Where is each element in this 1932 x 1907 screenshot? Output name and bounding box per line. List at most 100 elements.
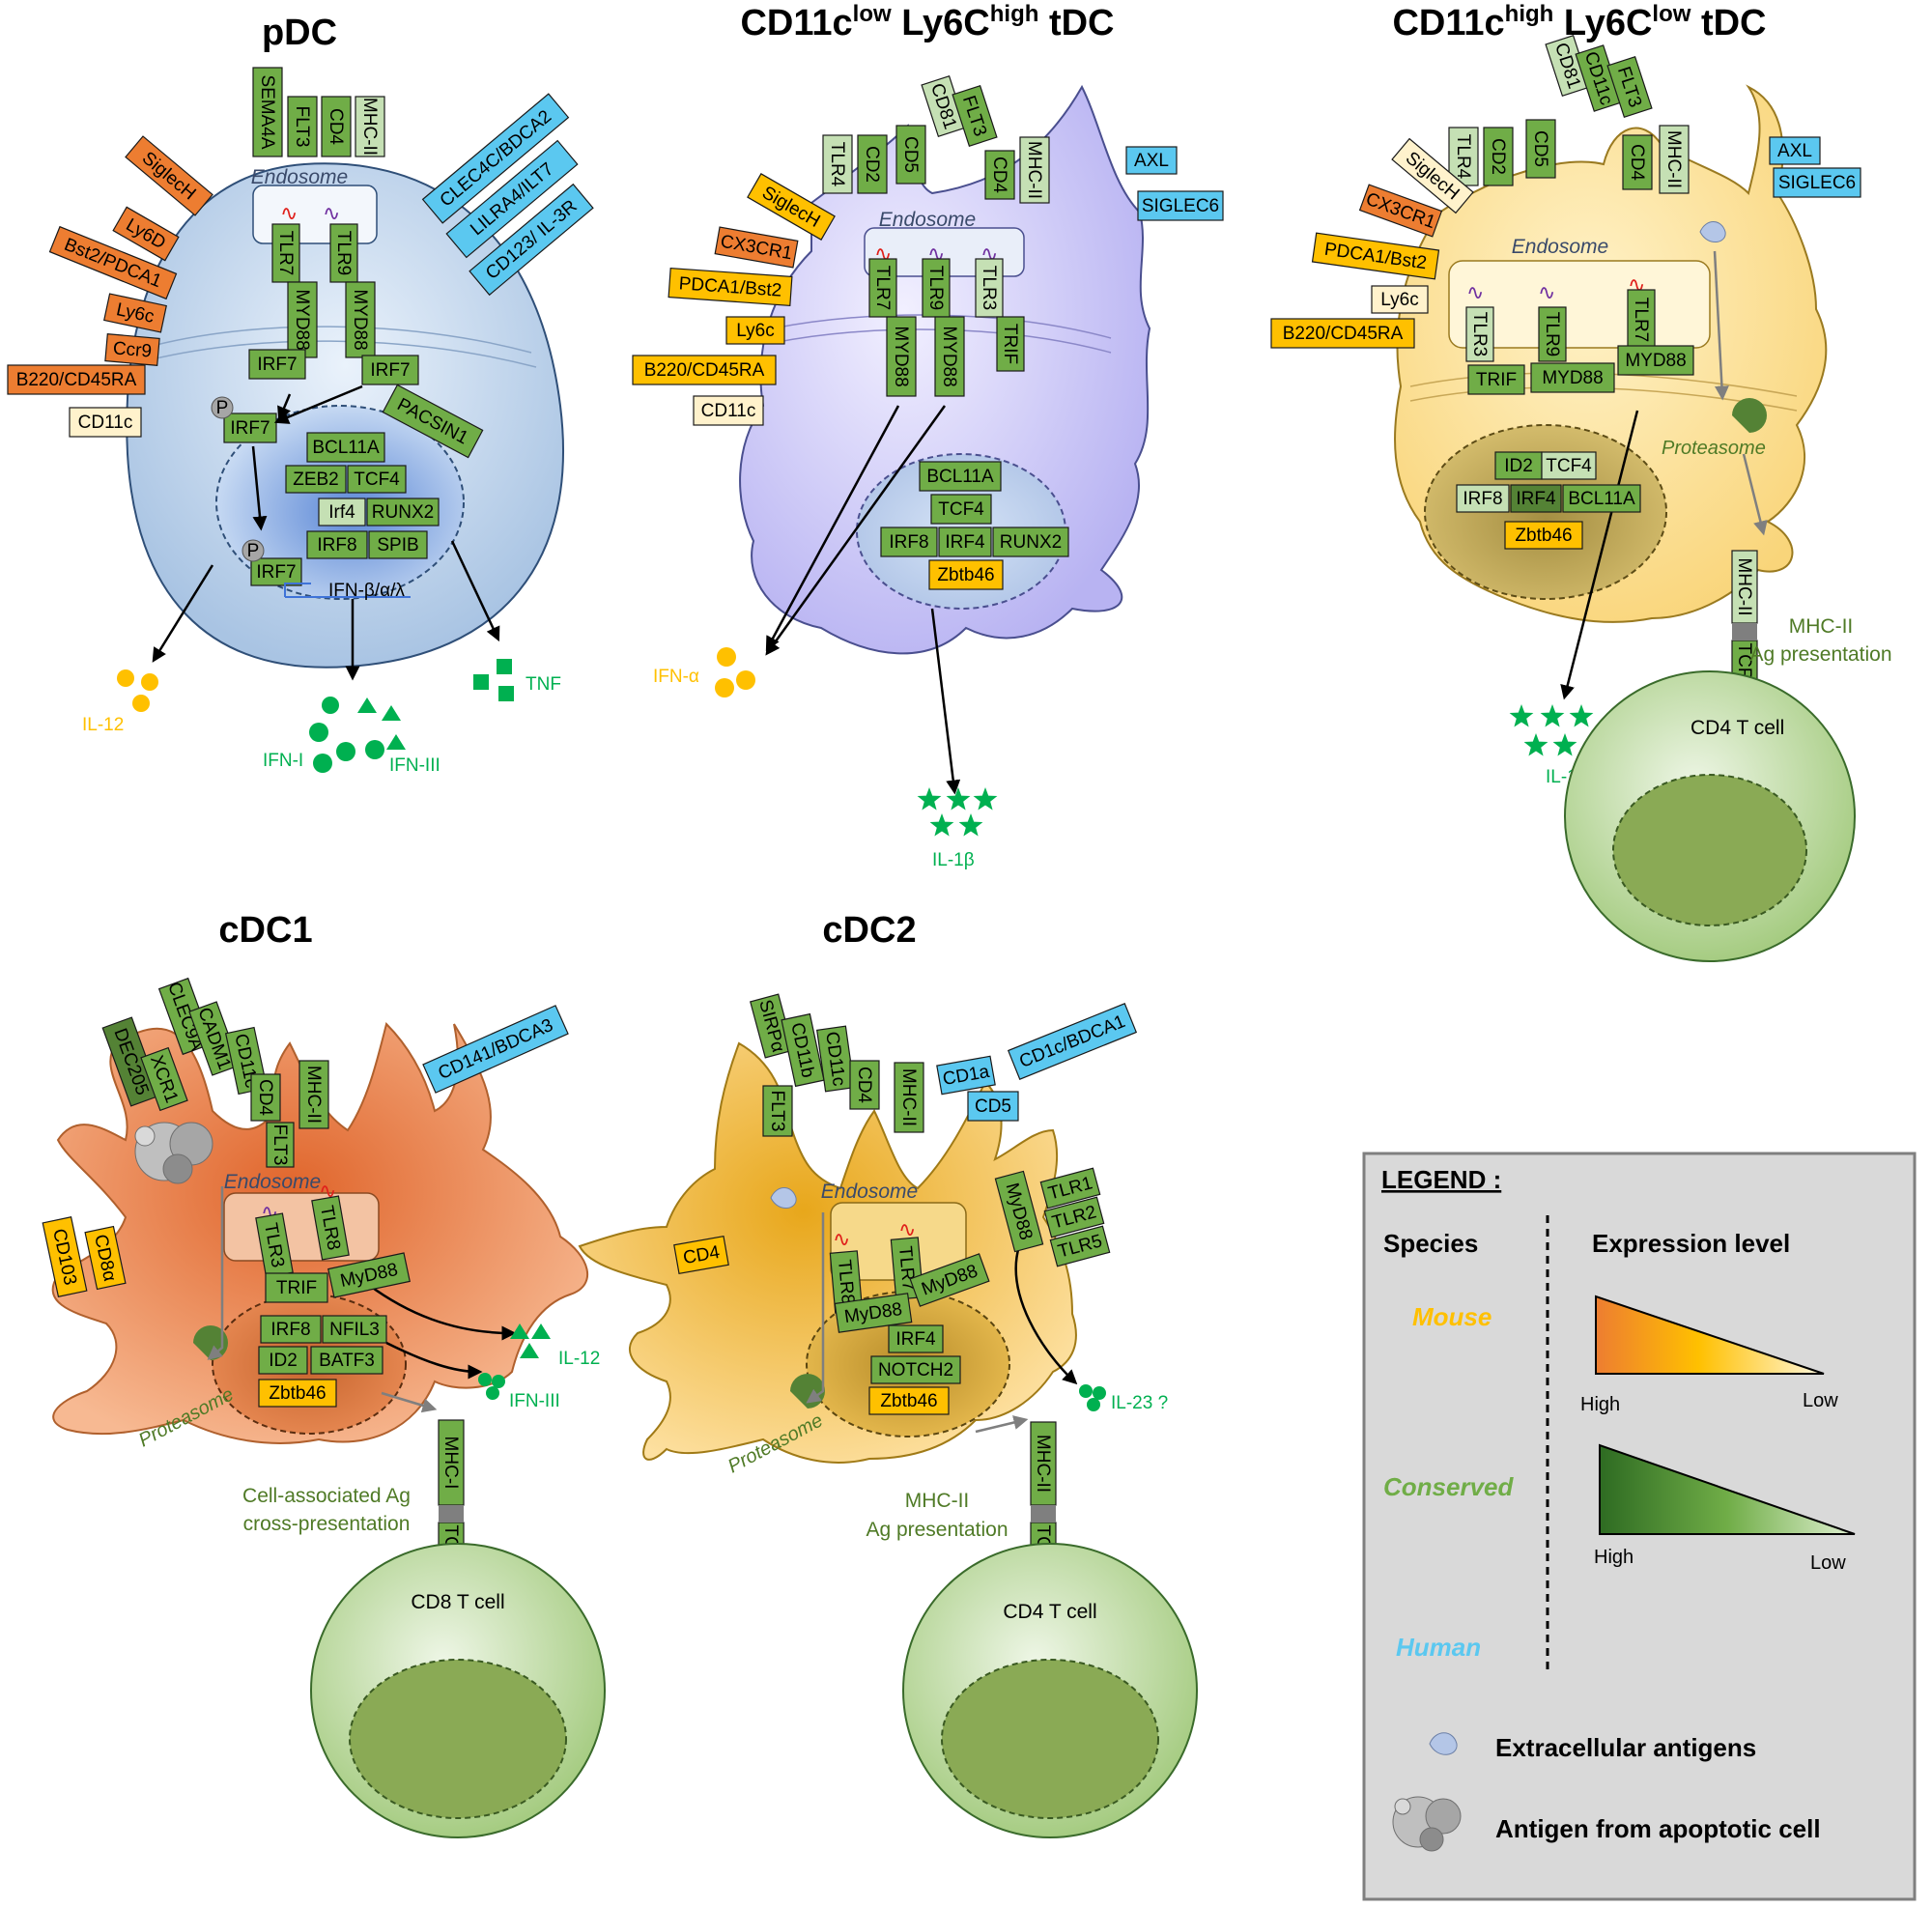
marker-label: BCL11A (1568, 489, 1635, 509)
marker-siglec6: SIGLEC6 (1137, 190, 1224, 221)
cdc1-presentation-1: Cell-associated Ag (242, 1485, 411, 1507)
cd4-t-cell: CD4 T cell (1564, 670, 1856, 962)
legend: LEGEND : Species Expression level Mouse … (1362, 1152, 1917, 1901)
marker-label: MYD88 (1542, 368, 1603, 388)
marker-zbtb46: Zbtb46 (868, 1386, 950, 1415)
marker-axl: AXL (1769, 136, 1821, 165)
extracellular-antigen-icon (770, 1187, 797, 1209)
il1b-star (1523, 733, 1548, 756)
marker-label: TLR8 (834, 1259, 858, 1305)
marker-flt3: FLT3 (266, 1122, 295, 1168)
marker-label: Ly6c (1380, 290, 1418, 310)
marker-trif: TRIF (996, 316, 1025, 372)
marker-myd88: MYD88 (934, 316, 965, 397)
dna-ligand-icon: ∿ (1466, 281, 1484, 305)
marker-label: B220/CD45RA (1283, 324, 1404, 344)
marker-id2: ID2 (1494, 451, 1543, 480)
cdc1-endosome-label: Endosome (224, 1171, 321, 1193)
marker-b220-cd45ra: B220/CD45RA (632, 355, 777, 385)
cdc1-panel: cDC1 Endosome ∿ ∿ Proteasome DEC205XCR1C… (42, 910, 606, 1838)
cdc1-tcell-label: CD8 T cell (411, 1591, 504, 1613)
il1b-star (1540, 704, 1565, 727)
marker-bcl11a: BCL11A (1562, 484, 1641, 513)
phospho-icon (211, 396, 234, 419)
marker-cx3cr1: CX3CR1 (1358, 184, 1443, 238)
marker-tcf4: TCF4 (347, 465, 407, 494)
marker-label: Zbtb46 (937, 565, 994, 585)
marker-label: IRF4 (895, 1329, 936, 1350)
legend-mouse-low: Low (1803, 1390, 1838, 1411)
marker-cd5: CD5 (895, 125, 926, 185)
marker-zeb2: ZEB2 (285, 465, 347, 494)
marker-label: NFIL3 (329, 1320, 380, 1340)
cytokine-il12: IL-12 (82, 715, 124, 735)
marker-nfil3: NFIL3 (322, 1315, 387, 1344)
pdc-title: pDC (262, 13, 337, 53)
legend-conserved: Conserved (1383, 1472, 1514, 1501)
legend-apoptotic: Antigen from apoptotic cell (1495, 1814, 1821, 1843)
legend-species-header: Species (1383, 1229, 1478, 1258)
marker-label: BCL11A (926, 467, 994, 487)
marker-cx3cr1: CX3CR1 (714, 226, 799, 269)
marker-myd88: MYD88 (287, 281, 318, 358)
marker-label: CD4 (854, 1067, 874, 1103)
marker-irf7: IRF7 (248, 349, 306, 380)
marker-tlr9: TLR9 (1538, 306, 1567, 362)
marker-irf8: IRF8 (306, 530, 368, 559)
marker-irf4: IRF4 (1510, 484, 1562, 513)
tnf-particles (473, 659, 514, 701)
marker-label: TLR9 (333, 231, 354, 275)
marker-label: TRIF (1000, 324, 1020, 364)
marker-label: IRF8 (270, 1320, 310, 1340)
marker-label: MHC-II (359, 98, 380, 156)
marker-label: TCF4 (1546, 456, 1592, 476)
pdc-endosome-label: Endosome (251, 166, 348, 188)
marker-mhc-ii: MHC-II (355, 96, 385, 157)
marker-label: IRF7 (257, 355, 297, 375)
tdc-high-title: CD11chigh Ly6Clow tDC (1392, 1, 1766, 43)
rna-ligand-icon: ∿ (833, 1228, 850, 1252)
marker-tlr3: TLR3 (975, 258, 1004, 318)
tcr-stalk (1732, 623, 1757, 640)
tdc-low-endosome-label: Endosome (879, 209, 976, 231)
cytokine-ifn-alpha: IFN-α (653, 667, 699, 687)
marker-myd88: MyD88 (994, 1170, 1044, 1253)
marker-label: MHC-II (1663, 130, 1684, 188)
marker-flt3: FLT3 (952, 84, 998, 148)
cdc2-presentation-2: Ag presentation (866, 1519, 1008, 1541)
marker-myd88: MYD88 (1530, 362, 1615, 393)
tdc-high-endosome-label: Endosome (1512, 236, 1608, 258)
marker-label: SIGLEC6 (1778, 173, 1856, 193)
marker-label: CD5 (1530, 130, 1550, 167)
marker-label: CD4 (1627, 144, 1647, 181)
marker-trif: TRIF (265, 1272, 328, 1303)
marker-sema4a: SEMA4A (252, 67, 283, 157)
marker-irf8: IRF8 (260, 1315, 322, 1344)
marker-cd4: CD4 (1622, 134, 1653, 190)
marker-tlr9: TLR9 (329, 223, 358, 283)
marker-label: ID2 (269, 1351, 298, 1371)
cdc2-title: cDC2 (822, 910, 916, 951)
marker-label: SPIB (377, 535, 418, 555)
cytokine-ifn-iii: IFN-III (389, 755, 440, 776)
marker-label: BCL11A (312, 438, 380, 458)
marker-siglec6: SIGLEC6 (1773, 167, 1861, 198)
cdc1-il12-particles (510, 1324, 551, 1358)
marker-label: FLT3 (270, 1124, 290, 1166)
marker-label: MHC-II (1024, 141, 1044, 199)
marker-zbtb46: Zbtb46 (1504, 521, 1583, 550)
cytokine-il23: IL-23 ? (1111, 1393, 1168, 1413)
marker-myd88: MYD88 (886, 316, 917, 397)
phospho-label: P (216, 398, 229, 418)
marker-tlr7: TLR7 (868, 258, 897, 318)
marker-tlr3: TLR3 (255, 1212, 294, 1278)
marker-mhc-ii: MHC-II (1019, 136, 1050, 204)
marker-label: AXL (1134, 151, 1169, 171)
marker-mhc-ii: MHC-II (298, 1060, 329, 1129)
legend-conserved-gradient (1599, 1443, 1856, 1535)
legend-mouse-high: High (1580, 1394, 1620, 1415)
phospho-icon (242, 539, 265, 562)
marker-label: CD2 (862, 146, 882, 183)
marker-label: MYD88 (350, 289, 370, 350)
